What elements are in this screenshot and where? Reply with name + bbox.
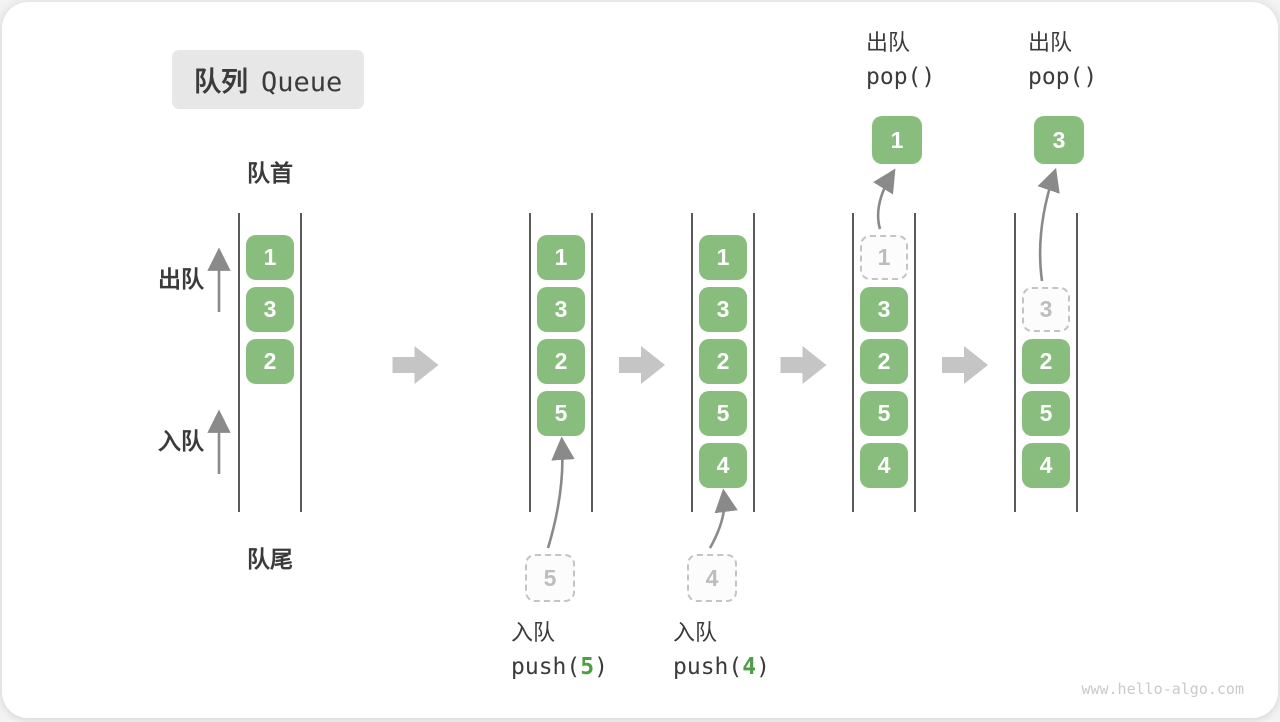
label-dequeue: 出队 <box>158 266 204 292</box>
dequeue-op-code: pop() <box>866 64 936 90</box>
title-en: Queue <box>261 67 343 98</box>
dequeue-op-code: pop() <box>1028 64 1098 90</box>
op-code-arg: 4 <box>742 654 757 680</box>
dequeue-op-text: 出队 <box>1028 30 1073 55</box>
op-code-arg: 5 <box>580 654 595 680</box>
queue-cell: 5 <box>1022 391 1070 436</box>
enqueue-op-label: 入队 push(4) <box>673 622 770 679</box>
container-wall <box>591 213 593 512</box>
queue-cell: 4 <box>1022 443 1070 488</box>
label-queue-front: 队首 <box>247 160 293 186</box>
queue-cell: 1 <box>246 235 294 280</box>
queue-cell: 4 <box>699 443 747 488</box>
op-code-suffix: ) <box>594 654 608 680</box>
enqueue-op-code: push(4) <box>673 656 770 679</box>
enqueue-op-text: 入队 <box>673 620 718 645</box>
queue-cell: 5 <box>860 391 908 436</box>
queue-cell: 5 <box>537 391 585 436</box>
queue-cell: 4 <box>860 443 908 488</box>
container-wall <box>852 213 854 512</box>
container-wall <box>238 213 240 512</box>
queue-cell: 3 <box>537 287 585 332</box>
queue-cell: 2 <box>246 339 294 384</box>
enqueue-arrow <box>708 488 738 549</box>
dequeue-op-label: 出队 pop() <box>866 32 935 89</box>
transition-arrow-icon <box>780 346 827 384</box>
container-wall <box>300 213 302 512</box>
transition-arrow-icon <box>619 346 665 384</box>
label-queue-rear: 队尾 <box>247 546 293 572</box>
enqueue-op-code: push(5) <box>511 656 608 679</box>
container-wall <box>1014 213 1016 512</box>
queue-cell: 2 <box>1022 339 1070 384</box>
container-wall <box>1076 213 1078 512</box>
queue-cell: 1 <box>699 235 747 280</box>
pending-cell: 4 <box>687 554 737 602</box>
enqueue-op-text: 入队 <box>511 620 556 645</box>
op-code-prefix: push( <box>673 654 743 680</box>
queue-cell: 1 <box>537 235 585 280</box>
dequeue-arrow <box>1037 167 1060 282</box>
diagram-title: 队列 Queue <box>172 50 365 109</box>
queue-cell: 2 <box>699 339 747 384</box>
enqueue-arrow <box>546 436 575 549</box>
container-wall <box>753 213 755 512</box>
queue-cell: 2 <box>537 339 585 384</box>
dequeue-arrow <box>873 168 896 230</box>
queue-cell-ghost: 1 <box>860 235 908 280</box>
queue-cell: 3 <box>699 287 747 332</box>
queue-cell-ghost: 3 <box>1022 287 1070 332</box>
queue-cell: 3 <box>860 287 908 332</box>
queue-cell: 2 <box>860 339 908 384</box>
queue-cell: 5 <box>699 391 747 436</box>
enqueue-op-label: 入队 push(5) <box>511 622 608 679</box>
container-wall <box>914 213 916 512</box>
op-code-suffix: ) <box>756 654 770 680</box>
watermark: www.hello-algo.com <box>1081 680 1244 698</box>
op-code-prefix: push( <box>511 654 581 680</box>
popped-cell: 3 <box>1034 116 1084 164</box>
title-zh: 队列 <box>194 67 248 97</box>
queue-cell: 3 <box>246 287 294 332</box>
dequeue-op-label: 出队 pop() <box>1028 32 1097 89</box>
container-wall <box>529 213 531 512</box>
container-wall <box>691 213 693 512</box>
dequeue-op-text: 出队 <box>866 30 911 55</box>
label-enqueue: 入队 <box>158 428 204 454</box>
pending-cell: 5 <box>525 554 575 602</box>
transition-arrow-icon <box>392 346 439 384</box>
popped-cell: 1 <box>872 116 922 164</box>
transition-arrow-icon <box>942 346 988 384</box>
